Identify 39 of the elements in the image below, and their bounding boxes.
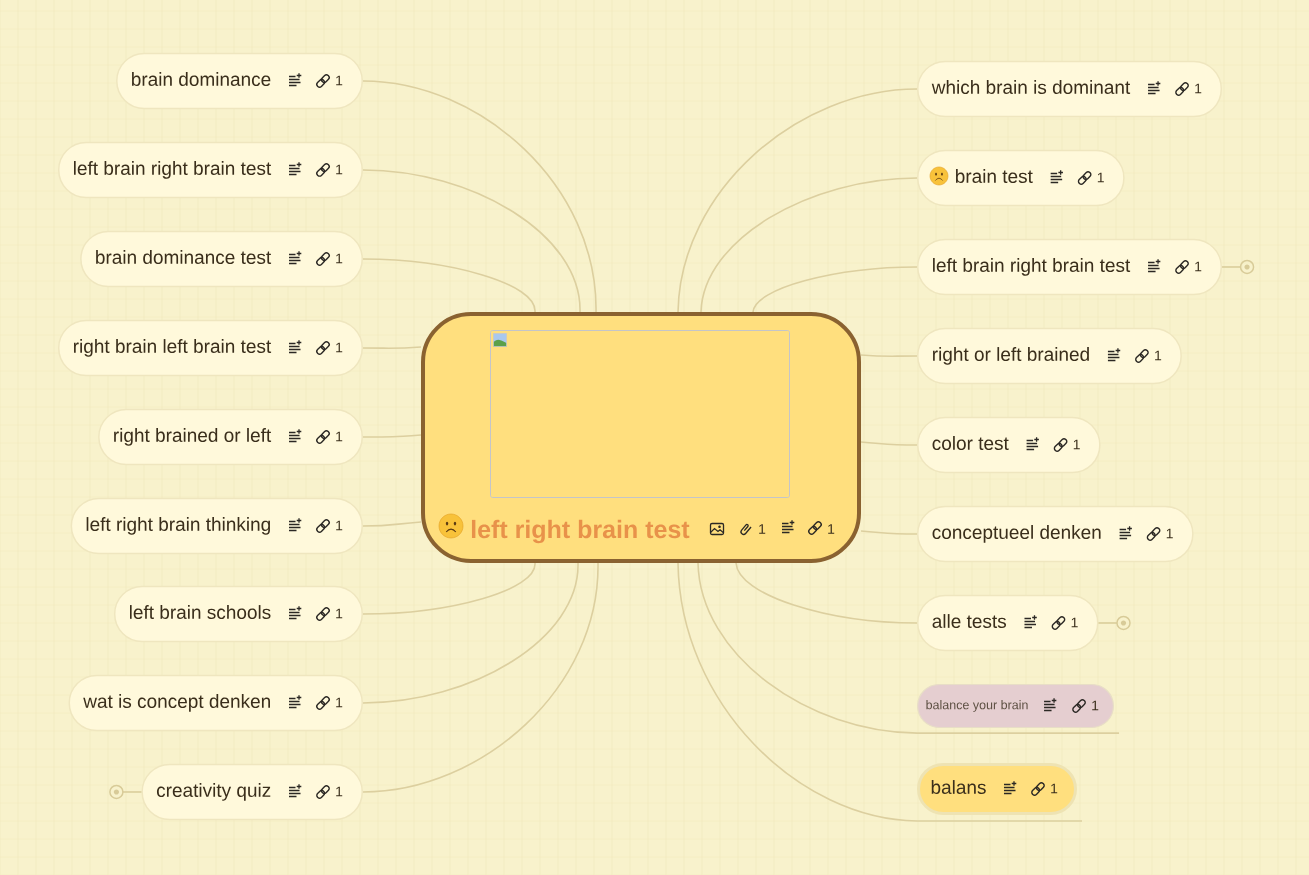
connector-line — [362, 562, 579, 704]
connector-line — [677, 562, 1083, 822]
link-count: 1 — [1166, 528, 1173, 539]
link-count: 1 — [1097, 172, 1104, 183]
link-count: 1 — [336, 608, 343, 619]
connector-line — [362, 169, 581, 313]
connector-line — [362, 434, 422, 438]
connector-line — [362, 258, 536, 313]
attachment-count: 1 — [759, 524, 766, 534]
connector-line — [860, 354, 918, 358]
link-count: 1 — [336, 253, 343, 264]
connector-line — [752, 266, 918, 313]
link-count: 1 — [336, 431, 343, 442]
link-count: 1 — [1051, 783, 1058, 794]
connector-line — [860, 441, 918, 446]
link-count: 1 — [336, 697, 343, 708]
connector-line — [362, 521, 422, 527]
connector-line — [735, 562, 918, 624]
connector-line — [362, 562, 536, 615]
link-count: 1 — [1073, 439, 1080, 450]
link-count: 1 — [336, 342, 343, 353]
link-count: 1 — [1071, 617, 1078, 628]
link-count: 1 — [336, 520, 343, 531]
connector-line — [362, 562, 599, 793]
connector-line — [362, 346, 422, 350]
link-count: 1 — [336, 164, 343, 175]
link-count: 1 — [828, 524, 835, 534]
connector-line — [860, 530, 918, 535]
connector-line — [697, 562, 1120, 734]
link-count: 1 — [336, 75, 343, 86]
topic-title: left right brain test — [471, 519, 690, 544]
link-count: 1 — [1195, 83, 1202, 94]
link-count: 1 — [1155, 350, 1162, 361]
connector-line — [700, 177, 918, 313]
connector-line — [362, 80, 597, 313]
link-count: 1 — [1092, 700, 1099, 711]
link-count: 1 — [1195, 261, 1202, 272]
link-count: 1 — [336, 786, 343, 797]
connector-line — [677, 88, 918, 313]
